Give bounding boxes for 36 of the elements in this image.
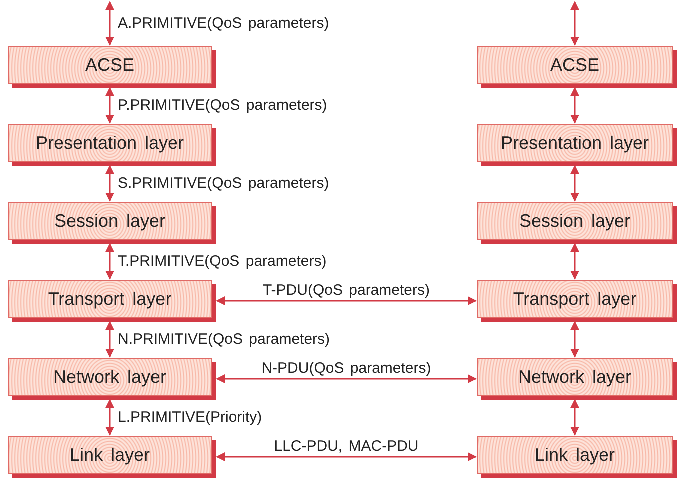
arrow <box>216 374 477 384</box>
arrow <box>570 1 580 46</box>
layer-name: Session layer <box>519 210 631 232</box>
arrow <box>106 399 114 436</box>
arrow <box>570 87 580 124</box>
edge-label: T-PDU(QoS parameters) <box>260 282 432 299</box>
layer-name: Network layer <box>53 366 167 388</box>
arrow <box>570 243 580 280</box>
layer-name: Network layer <box>518 366 632 388</box>
edge-label: L.PRIMITIVE(Priority) <box>116 408 264 426</box>
layer-name: ACSE <box>550 54 600 76</box>
edge-label: N-PDU(QoS parameters) <box>260 360 434 377</box>
edge-label: T.PRIMITIVE(QoS parameters) <box>116 252 329 270</box>
layer-name: Presentation layer <box>500 132 650 154</box>
arrow <box>216 296 477 306</box>
layer-name: Link layer <box>534 444 616 466</box>
edge-label: A.PRIMITIVE(QoS parameters) <box>116 14 332 32</box>
arrow <box>106 165 114 202</box>
layer-name: Link layer <box>70 444 150 466</box>
edge-label: S.PRIMITIVE(QoS parameters) <box>116 174 332 192</box>
arrow <box>570 165 580 202</box>
arrow <box>106 1 114 46</box>
edge-label: N.PRIMITIVE(QoS parameters) <box>116 330 332 348</box>
arrow <box>106 321 114 358</box>
layer-name: Session layer <box>54 210 166 232</box>
arrow <box>216 452 477 462</box>
edge-label: LLC-PDU, MAC-PDU <box>272 438 421 455</box>
edge-label: P.PRIMITIVE(QoS parameters) <box>116 96 330 114</box>
layer-name: ACSE <box>85 54 135 76</box>
layer-name: Transport layer <box>48 288 172 310</box>
arrow <box>570 399 580 436</box>
layer-name: Transport layer <box>513 288 637 310</box>
arrow <box>570 321 580 358</box>
arrow <box>106 243 114 280</box>
layer-name: Presentation layer <box>36 132 184 154</box>
arrow <box>106 87 114 124</box>
